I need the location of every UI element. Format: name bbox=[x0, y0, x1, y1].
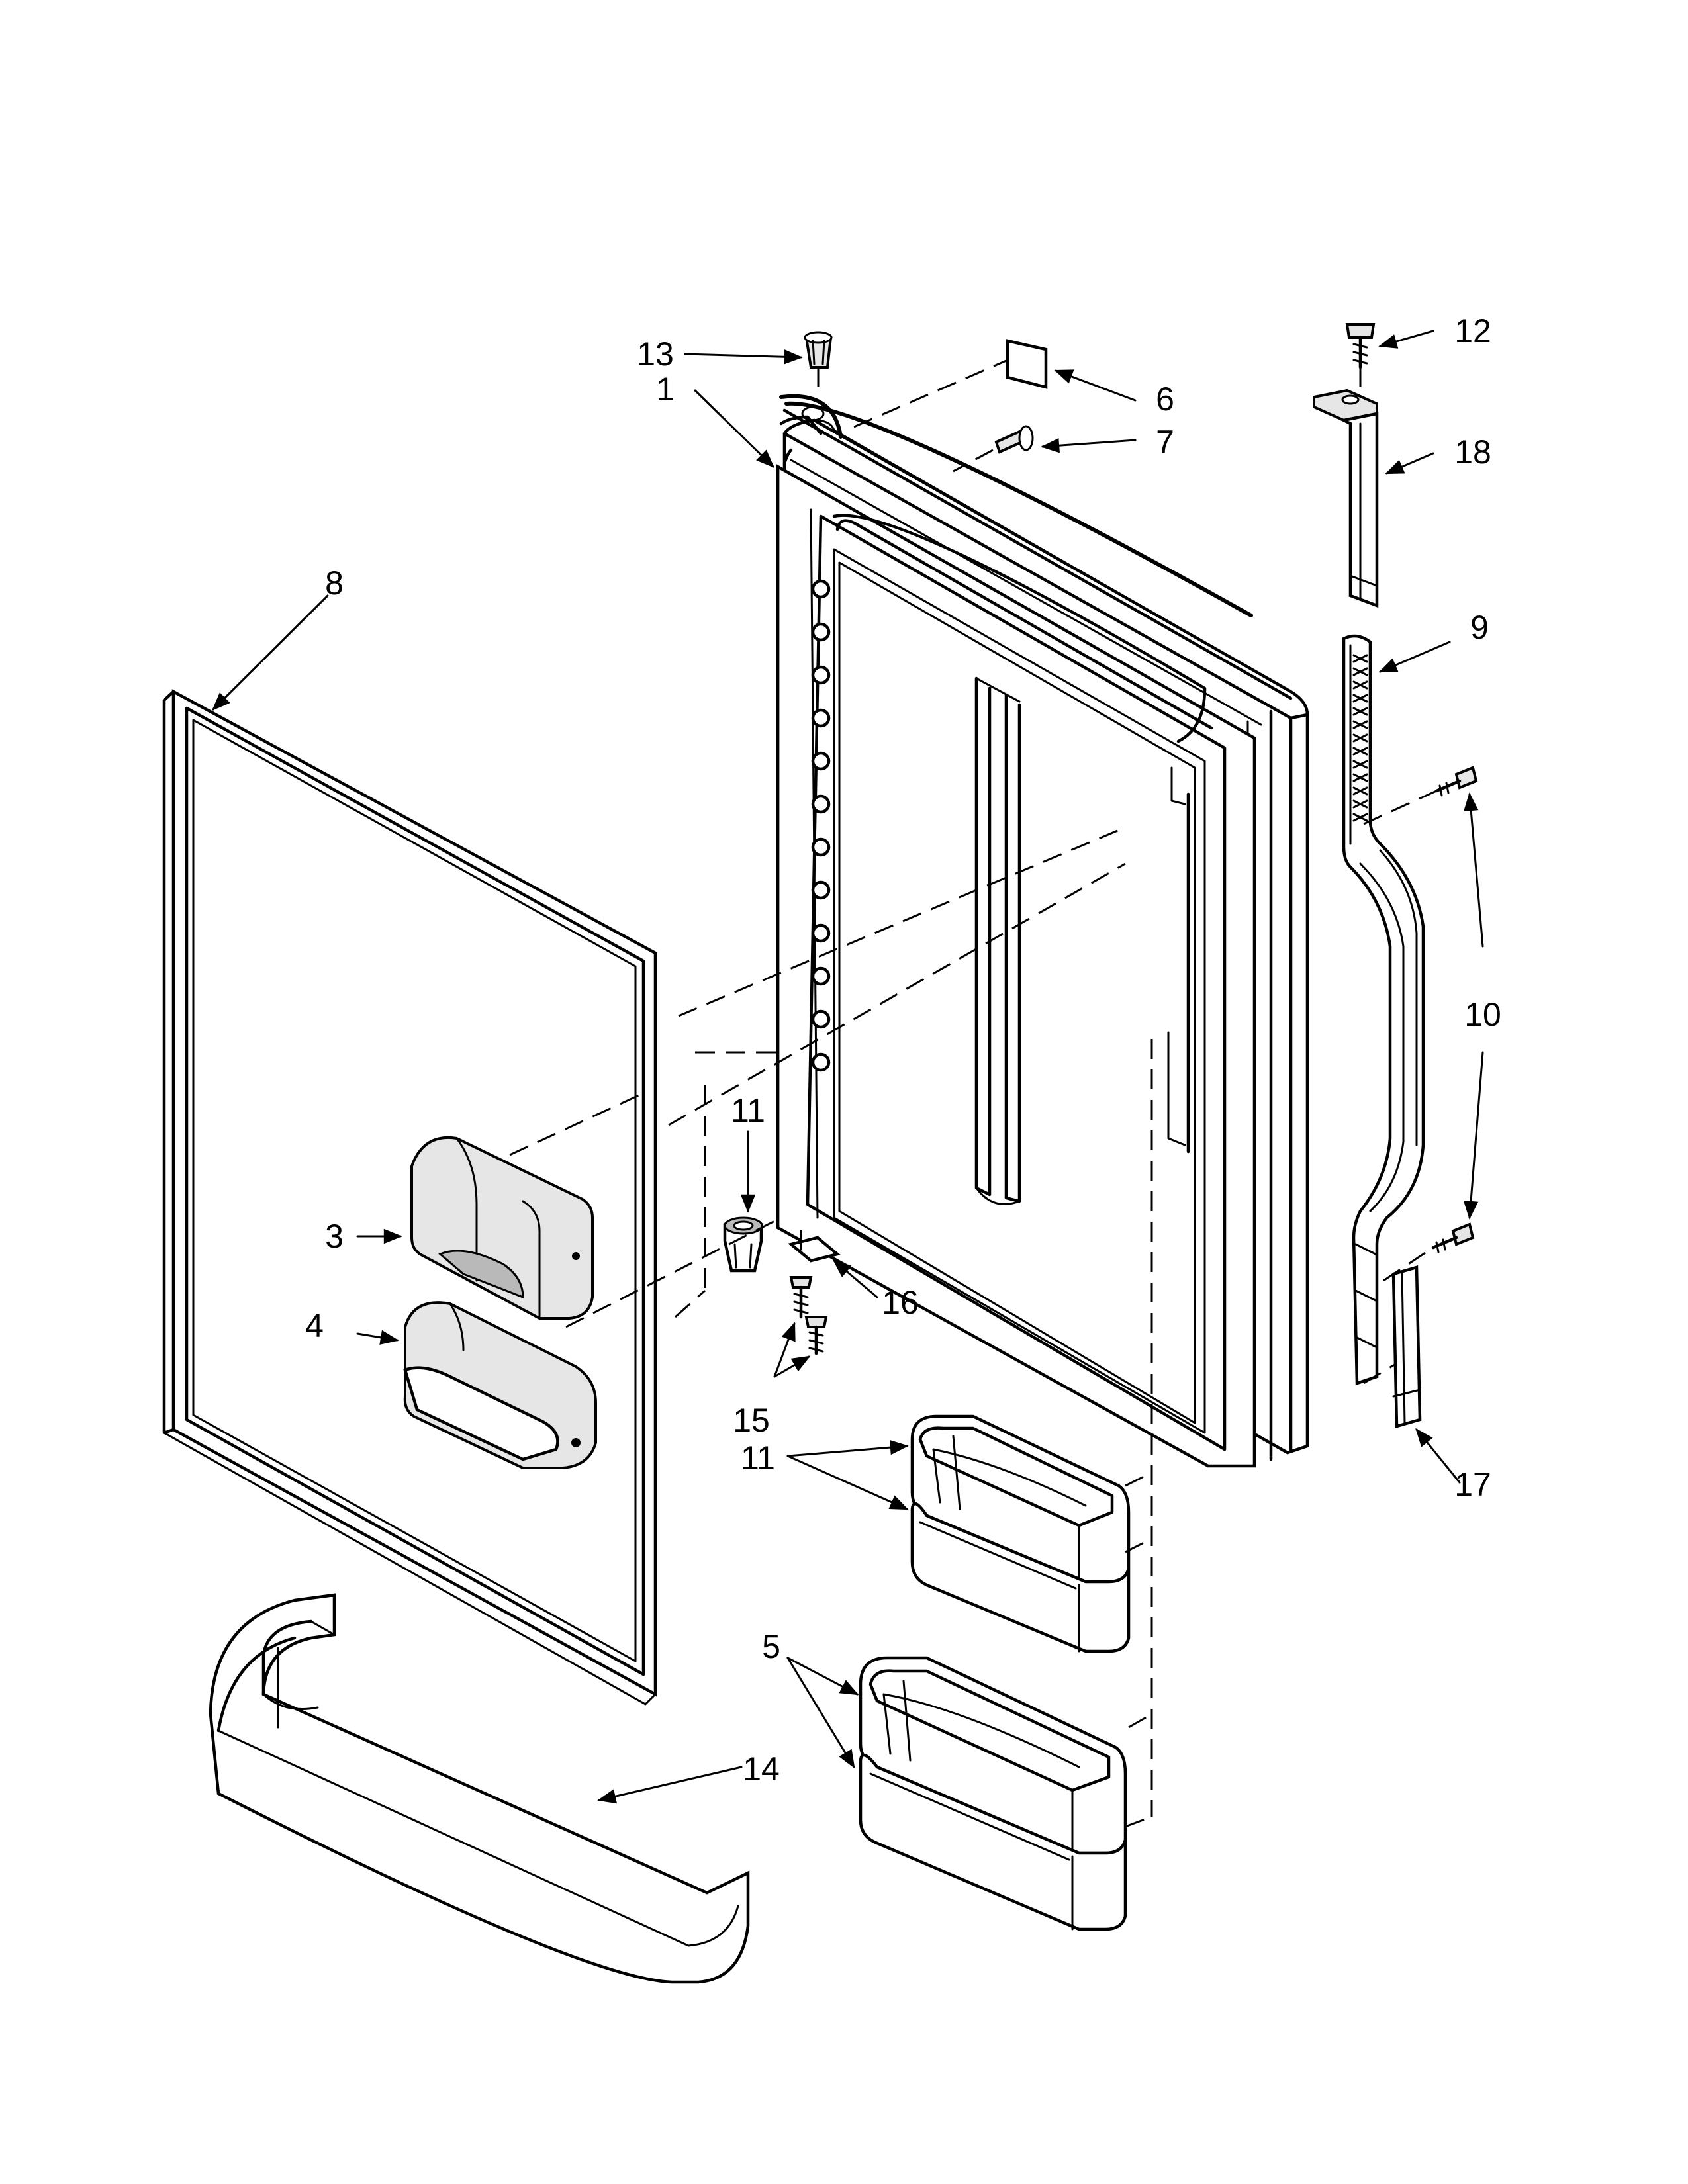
callout-13: 13 bbox=[637, 336, 674, 373]
handle-screws bbox=[1431, 766, 1478, 1253]
handle-bracket bbox=[1313, 388, 1379, 608]
callout-11-top: 11 bbox=[731, 1092, 765, 1129]
callout-1: 1 bbox=[656, 371, 675, 408]
callout-5: 5 bbox=[762, 1628, 780, 1665]
door-stud-row bbox=[811, 579, 831, 1072]
callout-9: 9 bbox=[1470, 609, 1489, 646]
door-gasket-frame bbox=[776, 394, 1293, 1468]
callout-15: 15 bbox=[733, 1402, 770, 1439]
callout-10: 10 bbox=[1464, 996, 1501, 1033]
rating-label bbox=[1006, 339, 1048, 389]
callout-4: 4 bbox=[305, 1307, 324, 1344]
handle-screw-top bbox=[1345, 323, 1376, 369]
callout-12: 12 bbox=[1454, 312, 1491, 349]
hinge-plug bbox=[804, 331, 833, 369]
dispenser-tray bbox=[403, 1301, 597, 1469]
hinge-bracket-clip bbox=[788, 1230, 841, 1263]
dispenser-housing bbox=[410, 1136, 594, 1320]
callout-3: 3 bbox=[325, 1218, 344, 1255]
callout-18: 18 bbox=[1454, 433, 1491, 471]
door-bin-lower-pair bbox=[859, 1656, 1127, 1931]
callout-11-bins: 11 bbox=[741, 1439, 775, 1477]
callout-14: 14 bbox=[743, 1751, 780, 1788]
handle-cup bbox=[723, 1216, 763, 1273]
door-stop-pin bbox=[994, 425, 1034, 454]
callout-16: 16 bbox=[882, 1284, 919, 1321]
door-handle bbox=[1342, 634, 1425, 1386]
handle-trim-strip bbox=[1391, 1265, 1422, 1428]
callout-8: 8 bbox=[325, 565, 344, 602]
bottom-door-bin bbox=[209, 1593, 750, 1984]
callout-numbers: 13 1 6 7 8 12 18 9 10 11 3 16 4 15 11 17… bbox=[305, 312, 1501, 1788]
callout-6: 6 bbox=[1156, 381, 1174, 418]
callout-17: 17 bbox=[1454, 1466, 1491, 1503]
hinge-screws bbox=[789, 1276, 828, 1355]
door-bin-upper-pair bbox=[910, 1414, 1131, 1653]
callout-7: 7 bbox=[1156, 424, 1174, 461]
assembly-dashed-lines bbox=[509, 359, 1437, 1828]
callout-leaders bbox=[212, 330, 1484, 1804]
